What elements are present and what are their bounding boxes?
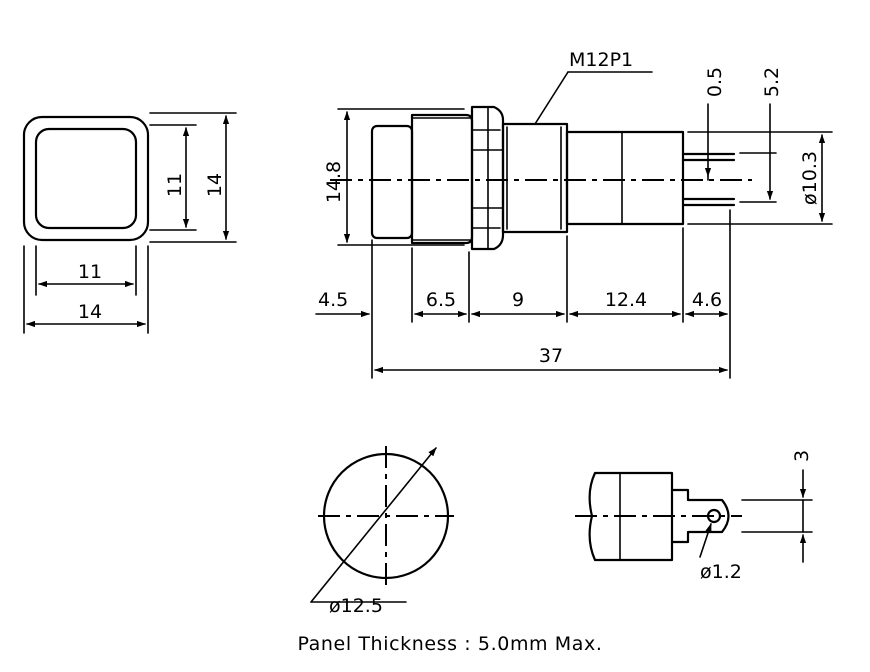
threaded-bushing	[501, 122, 569, 234]
dim-inner-width: 11	[78, 261, 102, 283]
front-inner-square	[34, 127, 138, 230]
hex-nut	[470, 105, 505, 251]
dim-pin-span: 5.2	[761, 67, 783, 97]
dim-inner-height: 11	[164, 173, 186, 197]
dim-tab-width: 3	[791, 450, 813, 462]
dim-outer-height: 14	[204, 173, 226, 197]
dim-seg-2: 6.5	[426, 289, 456, 311]
switch-body	[565, 130, 685, 226]
dim-height: 14.8	[323, 161, 345, 203]
side-view: M12P1 14.8 ø10.3 0.5 5.2 4.5 6.5	[315, 49, 833, 379]
thread-label: M12P1	[569, 49, 633, 71]
terminal-body	[588, 471, 674, 562]
dim-total-length: 37	[539, 345, 563, 367]
dim-body-dia: ø10.3	[799, 151, 821, 205]
panel-hole-view: ø12.5	[310, 446, 454, 617]
dim-pin-gap: 0.5	[704, 67, 726, 97]
front-view: 11 14 11 14	[22, 112, 237, 334]
dim-seg-3: 9	[512, 289, 524, 311]
dim-outer-width: 14	[78, 301, 102, 323]
dim-seg-1: 4.5	[318, 289, 348, 311]
button-cap	[370, 124, 414, 240]
dim-terminal-hole-dia: ø1.2	[700, 561, 742, 583]
panel-thickness-note: Panel Thickness : 5.0mm Max.	[297, 633, 602, 655]
terminal-detail-view: 3 ø1.2	[575, 450, 813, 583]
dim-hole-dia: ø12.5	[329, 595, 383, 617]
dim-hole-dia-line	[340, 447, 437, 566]
dim-seg-4: 12.4	[605, 289, 647, 311]
front-outer-square	[22, 115, 150, 242]
dim-terminal-hole-line	[699, 523, 712, 558]
dim-seg-5: 4.6	[692, 289, 722, 311]
